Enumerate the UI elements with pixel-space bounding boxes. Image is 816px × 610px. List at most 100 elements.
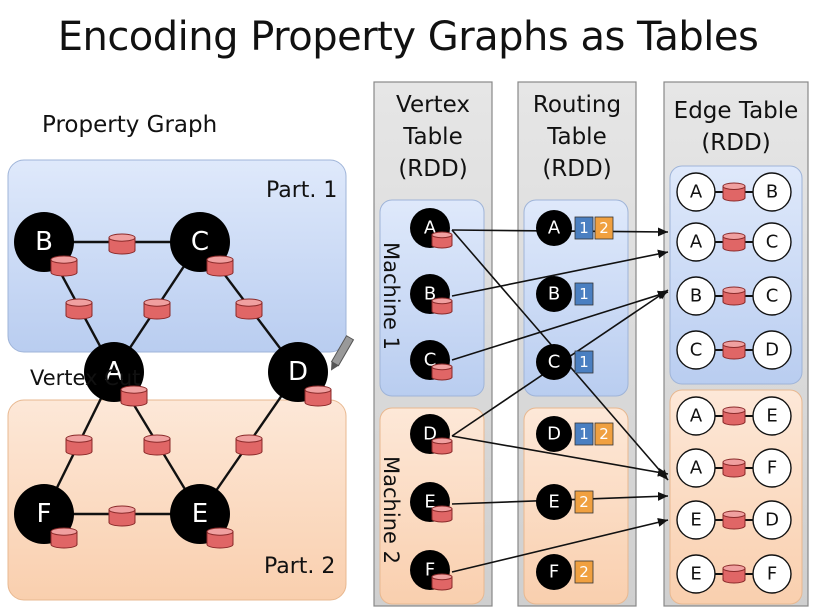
edge-table-p1-row1-dst [752, 222, 792, 262]
routing-table-header-line3: (RDD) [542, 156, 612, 182]
routing-part-badge-A-2 [594, 216, 614, 240]
routing-part-badge-A-1 [574, 216, 594, 240]
graph-edge-property-BC [108, 233, 136, 255]
routing-node-A [536, 210, 572, 246]
edge-table-p1-row0-src-label: A [690, 182, 703, 203]
edge-table-p2-row1-property [722, 458, 746, 478]
routing-part-badge-E-2 [574, 490, 594, 514]
join-arrow-7 [451, 518, 669, 573]
vertex-table-property-B-top [431, 297, 453, 305]
edge-table-p1-row2-src-label: B [690, 286, 702, 307]
edge-table-p1-row3-dst-label: D [765, 340, 779, 361]
edge-table-p2-row2-property-top [722, 510, 746, 518]
routing-table-header-line2: Table [547, 124, 607, 150]
pencil-icon [330, 335, 355, 371]
vertex-table-property-D [431, 437, 453, 455]
vertex-table-property-C-fill [432, 366, 452, 378]
edge-table-p2-row3-dst [752, 554, 792, 594]
edge-table-p2-row2-property-fill [723, 514, 745, 526]
property-graph-label: Property Graph [42, 112, 218, 138]
vertex-table-property-E [431, 505, 453, 523]
edge-table-p2-row1-property-fill [723, 462, 745, 474]
routing-part-badge-D-2 [594, 422, 614, 446]
vertex-table-node-label-E: E [424, 492, 435, 513]
routing-part-badge-B-1 [574, 282, 594, 306]
graph-vertex-property-C [206, 255, 234, 277]
graph-vertex-label-F: F [37, 499, 52, 529]
edge-table-p2-row3-src-label: E [690, 564, 701, 585]
edge-table-p2-row0-property-top [722, 406, 746, 414]
graph-vertex-label-E: E [192, 499, 208, 529]
graph-vertex-label-B: B [35, 227, 53, 257]
edge-table-header-line2: (RDD) [701, 130, 771, 156]
routing-node-label-A: A [548, 218, 561, 239]
vertex-table-property-A-fill [432, 234, 452, 246]
graph-vertex-property-A [120, 385, 148, 407]
edge-table-p1-row3-property [722, 340, 746, 360]
join-arrow-4 [451, 435, 669, 477]
edge-table-p2-row1-src-label: A [690, 458, 703, 479]
edge-table-p1-row1-property [722, 232, 746, 252]
edge-table-p2-row1-property-top [722, 458, 746, 466]
edge-table-p1-row0-property-fill [723, 186, 745, 198]
vertex-table-property-A [431, 231, 453, 249]
graph-vertex-property-B-top [50, 255, 78, 264]
edge-table-header-line1: Edge Table [673, 98, 799, 124]
edge-table-p1-row2-dst-label: C [766, 286, 779, 307]
edge-table-p2-row0-src-label: A [690, 406, 703, 427]
partition-2-label: Part. 2 [264, 554, 336, 579]
edge-table-p2-row2-dst-label: D [765, 510, 779, 531]
vertex-table-property-C-top [431, 363, 453, 371]
routing-part-text-D-2: 2 [599, 425, 609, 443]
edge-table-p2-row2-src [676, 500, 716, 540]
join-arrow-2 [451, 249, 669, 297]
graph-edge-property-AF [65, 434, 93, 456]
routing-node-D [536, 416, 572, 452]
edge-table-p1-row3-property-top [722, 340, 746, 348]
graph-vertex-property-A-top [120, 385, 148, 394]
routing-table-header-line1: Routing [532, 92, 622, 118]
graph-edge-property-AF-top [65, 434, 93, 443]
graph-edge-property-FE-top [108, 505, 136, 514]
vertex-table-property-B-fill [432, 300, 452, 312]
edge-table-p1-row2-property-top [722, 286, 746, 294]
vertex-table-property-D-top [431, 437, 453, 445]
graph-edge-property-ED [235, 434, 263, 456]
routing-part-text-A-1: 1 [579, 219, 589, 237]
graph-edge-property-CD [235, 298, 263, 320]
edge-table-p2-row0-src [676, 396, 716, 436]
edge-table-p1-row3-src [676, 330, 716, 370]
vertex-table-property-A-top [431, 231, 453, 239]
edge-table-p2-row1-dst [752, 448, 792, 488]
routing-part-text-B-1: 1 [579, 285, 589, 303]
edge-table-partition-1 [669, 165, 803, 385]
graph-vertex-label-D: D [288, 357, 308, 387]
routing-node-label-E: E [548, 492, 559, 513]
edge-table-p2-row0-property-fill [723, 410, 745, 422]
edge-table-p1-row1-src [676, 222, 716, 262]
routing-node-C [536, 344, 572, 380]
graph-edge-property-FE [108, 505, 136, 527]
vertex-table-header-line3: (RDD) [398, 156, 468, 182]
edge-table-p1-row1-dst-label: C [766, 232, 779, 253]
routing-node-label-F: F [549, 562, 559, 583]
edge-table-p1-row0-dst [752, 172, 792, 212]
graph-edge-property-CA [143, 298, 171, 320]
graph-edge-property-CA-top [143, 298, 171, 307]
vertex-cut-label: Vertex Cut [30, 366, 141, 390]
vertex-table-header-line1: Vertex [396, 92, 470, 118]
edge-table-p1-row1-property-top [722, 232, 746, 240]
vertex-table-property-F-top [431, 573, 453, 581]
graph-vertex-property-B [50, 255, 78, 277]
graph-edge-property-BA-top [65, 298, 93, 307]
edge-table-p1-row0-dst-label: B [766, 182, 778, 203]
edge-table-p2-row0-dst [752, 396, 792, 436]
routing-node-label-C: C [548, 352, 561, 373]
graph-edge-property-AE-top [143, 434, 171, 443]
graph-vertex-property-F [50, 527, 78, 549]
graph-edge-property-CD-top [235, 298, 263, 307]
edge-table-p1-row3-property-fill [723, 344, 745, 356]
routing-node-label-D: D [547, 424, 561, 445]
graph-vertex-label-C: C [191, 227, 209, 257]
